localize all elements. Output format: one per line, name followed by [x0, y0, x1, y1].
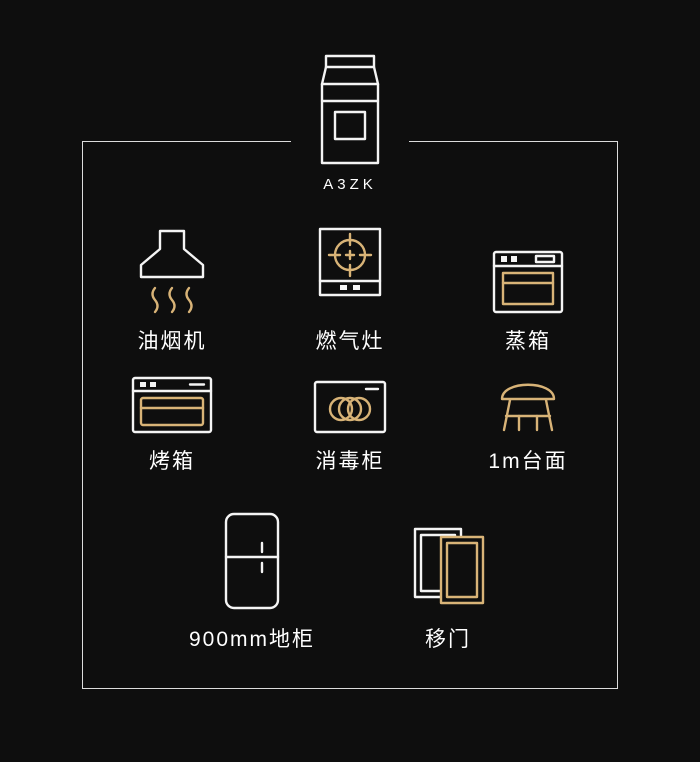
- grid-item-base-cabinet: 900mm地柜: [167, 502, 337, 653]
- countertop-icon: [489, 352, 567, 436]
- sliding-door-icon: [402, 502, 494, 612]
- items-row-3: 900mm地柜 移门: [83, 502, 617, 653]
- item-label: 蒸箱: [505, 330, 551, 353]
- item-label: 燃气灶: [315, 330, 385, 353]
- items-row-1: 油烟机: [83, 214, 617, 355]
- oven-icon: [128, 352, 216, 436]
- steam-oven-icon: [489, 214, 567, 316]
- grid-item-oven: 烤箱: [83, 352, 261, 475]
- items-row-2: 烤箱 消毒柜: [83, 352, 617, 475]
- gas-stove-icon: [312, 214, 388, 316]
- item-label: 900mm地柜: [188, 628, 316, 651]
- item-label: 移门: [425, 628, 471, 651]
- grid-item-disinfection-cabinet: 消毒柜: [261, 352, 439, 475]
- disinfection-cabinet-icon: [310, 352, 390, 436]
- grid-item-sliding-door: 移门: [363, 502, 533, 653]
- item-label: 油烟机: [137, 330, 207, 353]
- grid-item-gas-stove: 燃气灶: [261, 214, 439, 355]
- grid-item-countertop: 1m台面: [439, 352, 617, 475]
- item-label: 消毒柜: [315, 450, 385, 473]
- integrated-stove-icon: [291, 50, 409, 170]
- grid-item-range-hood: 油烟机: [83, 214, 261, 355]
- item-label: 烤箱: [149, 450, 195, 473]
- item-label: 1m台面: [488, 450, 568, 473]
- model-label: A3ZK: [323, 176, 377, 193]
- base-cabinet-icon: [221, 502, 283, 612]
- content-frame: 油烟机: [82, 141, 618, 689]
- grid-item-steam-oven: 蒸箱: [439, 214, 617, 355]
- range-hood-icon: [124, 214, 220, 316]
